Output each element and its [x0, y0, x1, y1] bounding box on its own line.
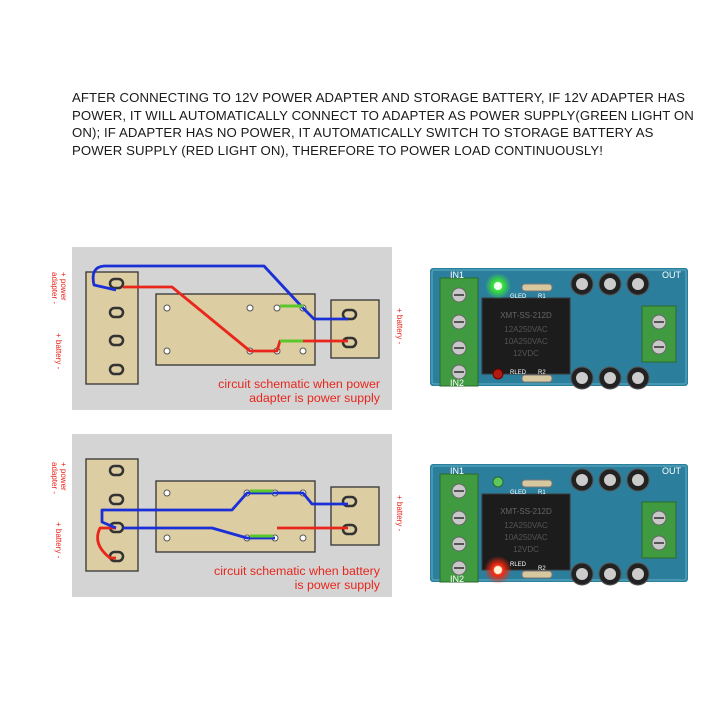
- caption-adapter-line-1: circuit schematic when power: [218, 377, 380, 391]
- gled-label: GLED: [510, 490, 527, 496]
- relay-board-battery-mode: XMT-SS-212D 12A250VAC 10A250VAC 12VDC IN…: [430, 464, 688, 586]
- rled-label: RLED: [510, 562, 527, 568]
- schematic-drawing-adapter: [85, 264, 380, 385]
- rled-label: RLED: [510, 370, 527, 376]
- caption-adapter-line-2: adapter is power supply: [249, 391, 380, 405]
- description-line-4: POWER SUPPLY (RED LIGHT ON), THEREFORE T…: [72, 142, 604, 158]
- in1-label: IN1: [450, 466, 464, 476]
- red-led-off: [492, 368, 504, 380]
- label-battery-right-bottom: + battery -: [395, 495, 404, 532]
- label-power-adapter-bottom: + power adapter -: [50, 462, 68, 495]
- description-line-1: AFTER CONNECTING TO 12V POWER ADAPTER AN…: [72, 90, 685, 105]
- r1-label: R1: [538, 490, 546, 496]
- relay-rating-3: 12VDC: [513, 545, 539, 554]
- schematic-panel-adapter: circuit schematic when power adapter is …: [72, 247, 392, 410]
- label-battery-left-bottom: + battery -: [54, 522, 63, 559]
- r2-label: R2: [538, 370, 546, 376]
- schematic-drawing-battery: [85, 458, 380, 572]
- description-line-3: ON); IF ADAPTER HAS NO POWER, IT AUTOMAT…: [72, 125, 654, 140]
- out-label: OUT: [662, 466, 682, 476]
- gled-label: GLED: [510, 294, 527, 300]
- green-led-off: [492, 476, 504, 488]
- caption-battery-line-1: circuit schematic when battery: [214, 564, 380, 578]
- relay-model-text: XMT-SS-212D: [500, 311, 552, 320]
- relay-rating-2: 10A250VAC: [504, 533, 548, 542]
- relay-rating-2: 10A250VAC: [504, 337, 548, 346]
- relay-model-text: XMT-SS-212D: [500, 507, 552, 516]
- label-battery-right-top: + battery -: [395, 308, 404, 345]
- description-line-2: POWER, IT WILL AUTOMATICALLY CONNECT TO …: [72, 107, 694, 123]
- in2-label: IN2: [450, 378, 464, 388]
- relay-rating-1: 12A250VAC: [504, 521, 548, 530]
- relay-rating-3: 12VDC: [513, 349, 539, 358]
- description-text: AFTER CONNECTING TO 12V POWER ADAPTER AN…: [72, 89, 702, 159]
- schematic-panel-battery: circuit schematic when battery is power …: [72, 434, 392, 597]
- relay-board-adapter-mode: XMT-SS-212D 12A250VAC 10A250VAC 12VDC IN…: [430, 268, 688, 390]
- schematic-caption-adapter: circuit schematic when power adapter is …: [218, 377, 380, 405]
- relay-rating-1: 12A250VAC: [504, 325, 548, 334]
- label-power-adapter-top: + power adapter -: [50, 272, 68, 305]
- r2-label: R2: [538, 566, 546, 572]
- caption-battery-line-2: is power supply: [294, 578, 380, 592]
- r1-label: R1: [538, 294, 546, 300]
- label-battery-left-top: + battery -: [54, 333, 63, 370]
- out-label: OUT: [662, 270, 682, 280]
- in1-label: IN1: [450, 270, 464, 280]
- in2-label: IN2: [450, 574, 464, 584]
- schematic-caption-battery: circuit schematic when battery is power …: [214, 564, 380, 592]
